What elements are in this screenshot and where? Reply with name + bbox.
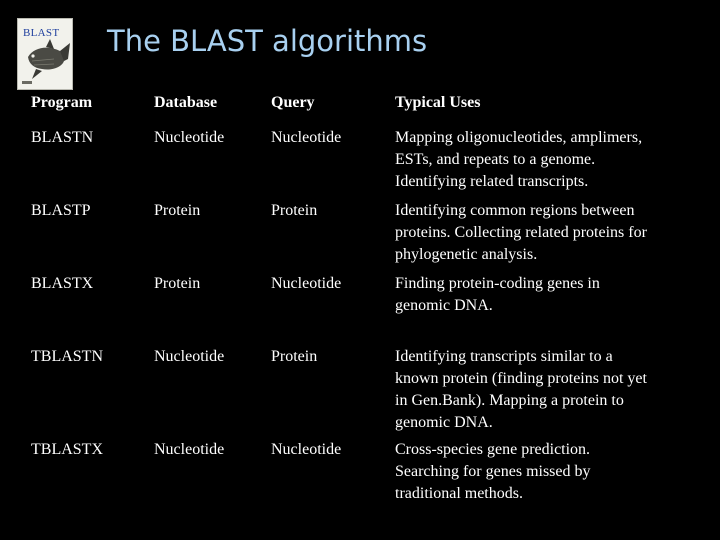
program-cell: TBLASTN: [31, 348, 103, 365]
table-row: BLASTX Protein Nucleotide Finding protei…: [31, 273, 701, 346]
header-query: Query: [271, 94, 315, 111]
query-cell: Protein: [271, 348, 318, 365]
blast-table: Program Database Query Typical Uses BLAS…: [31, 92, 701, 509]
typical-uses-cell: Identifying common regions between prote…: [395, 200, 695, 266]
database-cell: Protein: [154, 202, 201, 219]
uses-line: traditional methods.: [395, 485, 523, 502]
program-cell: TBLASTX: [31, 441, 103, 458]
uses-line: Mapping oligonucleotides, amplimers,: [395, 129, 643, 146]
uses-line: Cross-species gene prediction.: [395, 441, 591, 458]
program-cell: BLASTP: [31, 202, 91, 219]
header-program: Program: [31, 94, 93, 111]
uses-line: Searching for genes missed by: [395, 463, 591, 480]
program-cell: BLASTX: [31, 275, 94, 292]
database-cell: Nucleotide: [154, 441, 225, 458]
logo-text: BLAST: [23, 27, 60, 39]
uses-line: Finding protein-coding genes in: [395, 275, 600, 292]
uses-line: genomic DNA.: [395, 297, 493, 314]
uses-line: Identifying related transcripts.: [395, 173, 589, 190]
table-row: BLASTN Nucleotide Nucleotide Mapping oli…: [31, 127, 701, 200]
uses-line: in Gen.Bank). Mapping a protein to: [395, 392, 624, 409]
uses-line: proteins. Collecting related proteins fo…: [395, 224, 647, 241]
typical-uses-cell: Finding protein-coding genes in genomic …: [395, 273, 695, 317]
uses-line: genomic DNA.: [395, 414, 493, 431]
uses-line: Identifying common regions between: [395, 202, 635, 219]
table-row: TBLASTN Nucleotide Protein Identifying t…: [31, 346, 701, 439]
header-database: Database: [154, 94, 218, 111]
database-cell: Nucleotide: [154, 348, 225, 365]
blast-book-cover-logo: BLAST: [17, 18, 73, 90]
table-row: BLASTP Protein Protein Identifying commo…: [31, 200, 701, 273]
program-cell: BLASTN: [31, 129, 94, 146]
typical-uses-cell: Mapping oligonucleotides, amplimers, EST…: [395, 127, 695, 193]
header-typical-uses: Typical Uses: [395, 94, 481, 111]
uses-line: Identifying transcripts similar to a: [395, 348, 613, 365]
table-row: TBLASTX Nucleotide Nucleotide Cross-spec…: [31, 439, 701, 509]
typical-uses-cell: Cross-species gene prediction. Searching…: [395, 439, 695, 505]
uses-line: known protein (finding proteins not yet: [395, 370, 647, 387]
fish-illustration-icon: [20, 21, 72, 89]
typical-uses-cell: Identifying transcripts similar to a kno…: [395, 346, 695, 434]
table-header-row: Program Database Query Typical Uses: [31, 92, 701, 127]
query-cell: Protein: [271, 202, 318, 219]
query-cell: Nucleotide: [271, 129, 342, 146]
query-cell: Nucleotide: [271, 275, 342, 292]
uses-line: ESTs, and repeats to a genome.: [395, 151, 596, 168]
uses-line: phylogenetic analysis.: [395, 246, 538, 263]
query-cell: Nucleotide: [271, 441, 342, 458]
database-cell: Nucleotide: [154, 129, 225, 146]
slide-title: The BLAST algorithms: [107, 24, 428, 58]
database-cell: Protein: [154, 275, 201, 292]
